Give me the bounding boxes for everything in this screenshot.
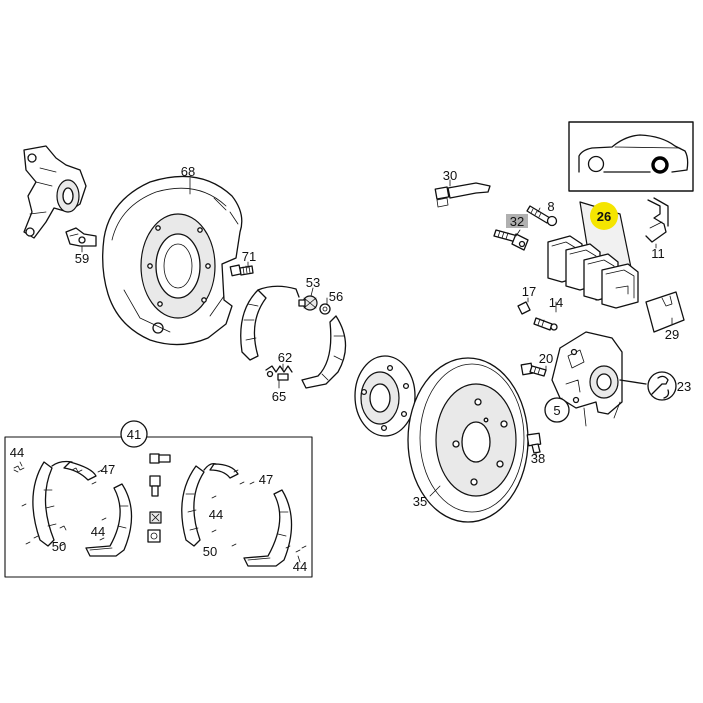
label-14: 14 [549,295,563,310]
part-20-caliper-bolt[interactable] [520,362,547,377]
car-locator-icon [568,121,694,192]
wheel-hub[interactable] [354,355,416,437]
label-47-b: 47 [259,472,273,487]
label-11: 11 [651,246,665,261]
label-50-a: 50 [52,539,66,554]
label-44-d: 44 [293,559,307,574]
kit-right-shoe-set[interactable] [181,462,293,567]
part-8-guide-bolt[interactable] [526,205,558,227]
label-68: 68 [181,164,195,179]
parking-brake-shoe-left[interactable] [240,289,267,361]
label-20: 20 [539,351,553,366]
part-11-spring-clip[interactable] [645,197,669,243]
label-30: 30 [443,168,457,183]
part-38-bolt[interactable] [526,432,542,454]
label-41: 41 [127,427,141,442]
label-65: 65 [272,389,286,404]
part-23-wrench-icon[interactable] [647,371,677,401]
highlight-26 [590,202,618,230]
part-29-anti-squeal-shim[interactable] [645,291,685,333]
label-17: 17 [522,284,536,299]
label-47-a: 47 [101,462,115,477]
label-53: 53 [306,275,320,290]
label-62: 62 [278,350,292,365]
part-5-brake-caliper[interactable] [551,331,647,427]
part-number-labels: 68 59 71 53 56 62 65 30 32 8 26 11 17 14… [10,164,691,574]
label-56: 56 [329,289,343,304]
part-62-spring[interactable] [265,365,293,381]
label-44-a: 44 [10,445,24,460]
steering-knuckle[interactable] [23,145,87,239]
callout-5-circle [544,397,570,423]
kit-small-parts [13,465,307,553]
part-56-pin[interactable] [319,303,331,315]
label-38: 38 [531,451,545,466]
parking-brake-shoe-right[interactable] [301,315,347,389]
part-35-brake-disc[interactable] [407,357,529,523]
label-29: 29 [665,327,679,342]
part-68-backing-plate[interactable] [102,175,243,346]
label-35: 35 [413,494,427,509]
kit-center-fasteners[interactable] [147,453,171,543]
label-26: 26 [597,209,611,224]
label-44-b: 44 [91,524,105,539]
part-32-bolt[interactable] [493,229,529,251]
part-59-bracket[interactable] [65,227,97,247]
part-53-adjuster[interactable] [298,295,318,311]
kit-41-parking-brake-kit[interactable] [4,420,313,578]
label-44-c: 44 [209,507,223,522]
leader-lines [19,177,673,563]
label-23: 23 [677,379,691,394]
kit-left-shoe-set[interactable] [32,460,133,557]
label-71: 71 [242,249,256,264]
label-32: 32 [510,214,524,229]
label-8: 8 [547,199,554,214]
label-5: 5 [553,403,560,418]
shoe-return-spring-upper[interactable] [257,285,300,298]
part-17-bleeder-valve[interactable] [517,301,558,331]
label-59: 59 [75,251,89,266]
part-71-bolt[interactable] [229,264,254,277]
part-26-brake-pad-set[interactable] [547,201,639,309]
part-30-grease-tube[interactable] [434,182,491,208]
highlight-32 [506,214,528,228]
label-50-b: 50 [203,544,217,559]
